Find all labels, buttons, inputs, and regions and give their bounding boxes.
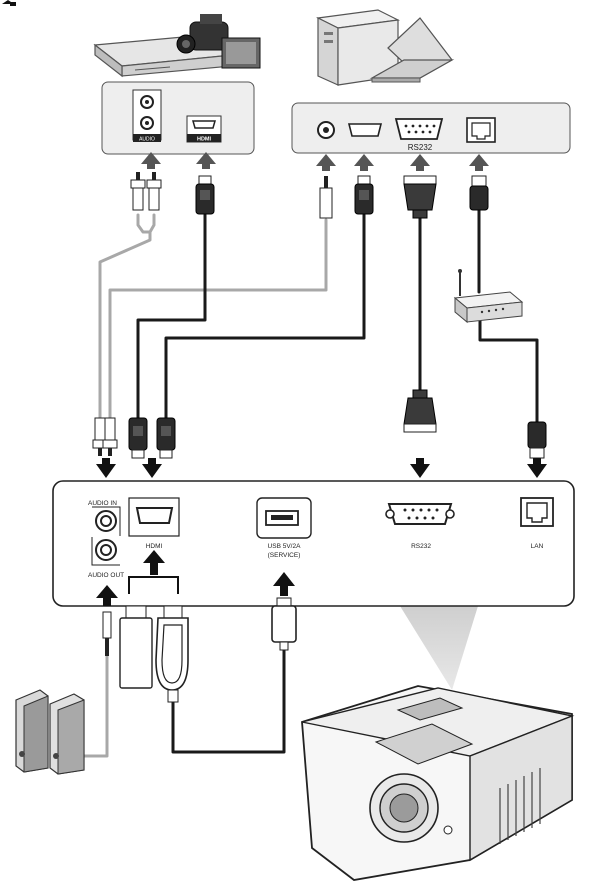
router-icon bbox=[453, 269, 524, 324]
rs232-plug-bottom bbox=[403, 389, 437, 433]
usb-service-port: USB 5V/2A (SERVICE) bbox=[256, 497, 312, 559]
lan-port-top bbox=[466, 117, 496, 143]
audio-out-port: AUDIO OUT bbox=[88, 537, 124, 579]
audio-jack-label: AUDIO bbox=[139, 137, 155, 143]
lan-input-label: LAN bbox=[531, 543, 544, 550]
rca-audio-cable bbox=[98, 213, 152, 420]
projection-beam bbox=[400, 606, 478, 690]
desktop-computer-icon bbox=[315, 9, 401, 86]
lan-plug-top bbox=[469, 175, 489, 211]
rs232-input-label: RS232 bbox=[411, 543, 431, 550]
rs232-label-top: RS232 bbox=[408, 143, 433, 152]
hdmi-out-label: HDMI bbox=[197, 137, 212, 143]
usb-label-line2: (SERVICE) bbox=[268, 552, 301, 559]
hdmi-out-port: HDMI bbox=[186, 115, 222, 143]
mini-audio-plug-top bbox=[319, 176, 333, 219]
rs232-port-top: RS232 bbox=[394, 118, 444, 152]
hdmi-dongle-icon bbox=[119, 605, 153, 689]
usb-label-line1: USB 5V/2A bbox=[268, 543, 302, 550]
hdmi-plug-bottom-right bbox=[156, 417, 176, 459]
hdmi-cable-left bbox=[136, 213, 207, 420]
audio-in-label: AUDIO IN bbox=[88, 500, 117, 507]
hdmi-cable-right bbox=[164, 213, 366, 420]
audio-out-label: AUDIO OUT bbox=[88, 572, 124, 579]
audio-in-port: AUDIO IN bbox=[88, 500, 121, 536]
hdmi-port-top bbox=[347, 123, 383, 137]
lan-plug-bottom bbox=[527, 421, 547, 459]
hdmi-plug-top-right bbox=[354, 175, 374, 215]
input-arrows-top bbox=[141, 152, 489, 171]
usb-plug-bottom bbox=[271, 597, 297, 651]
input-arrows-bottom bbox=[96, 458, 547, 478]
projector-icon bbox=[301, 685, 575, 881]
rca-plugs-bottom bbox=[92, 417, 118, 456]
speaker-cable bbox=[78, 653, 109, 758]
source-panel-left bbox=[101, 81, 255, 155]
cables bbox=[78, 208, 539, 758]
wireless-adapter-icon bbox=[155, 605, 189, 703]
audio-out-jacks: AUDIO bbox=[132, 89, 162, 143]
rca-plugs-top bbox=[130, 172, 162, 211]
output-arrows-bottom bbox=[96, 550, 295, 606]
back-arrow-icon[interactable] bbox=[2, 0, 16, 6]
mini-audio-cable bbox=[108, 218, 328, 420]
lan-input-port: LAN bbox=[520, 497, 554, 550]
rs232-plug-top bbox=[403, 175, 437, 219]
audio-jack-port bbox=[317, 121, 335, 139]
hdmi-plug-bottom-left bbox=[128, 417, 148, 459]
hdmi-plug-top-left bbox=[195, 175, 215, 215]
rs232-input-port: RS232 bbox=[385, 503, 455, 550]
hdmi-input-label: HDMI bbox=[146, 543, 163, 550]
hdmi-input-port: HDMI bbox=[128, 497, 180, 550]
lan-cable-bottom bbox=[478, 316, 539, 424]
usb-power-cable bbox=[171, 646, 286, 754]
laptop-icon bbox=[369, 17, 455, 83]
speakers-icon bbox=[15, 689, 85, 775]
mini-audio-plug-bottom bbox=[102, 611, 112, 656]
camcorder-icon bbox=[176, 14, 261, 69]
